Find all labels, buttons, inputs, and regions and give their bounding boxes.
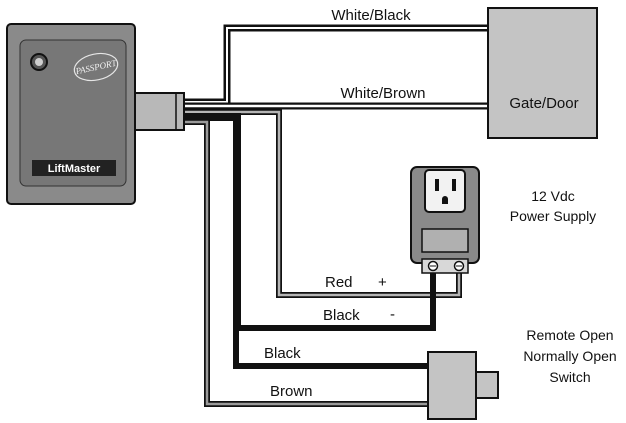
switch-label-line2: Normally Open bbox=[523, 348, 616, 364]
wire-red bbox=[185, 109, 462, 298]
brand-plate bbox=[32, 160, 116, 176]
gate-label: Gate/Door bbox=[509, 95, 578, 112]
wire-brown bbox=[185, 119, 428, 407]
wire-label-white-black: White/Black bbox=[331, 7, 411, 24]
terminal-screw-icon bbox=[453, 260, 465, 272]
led-indicator-icon bbox=[30, 53, 48, 71]
access-reader: PASSPORT LiftMaster bbox=[6, 23, 136, 205]
terminal-screw-icon bbox=[427, 260, 439, 272]
wire-label-red: Red bbox=[325, 274, 353, 291]
switch-label-line3: Switch bbox=[549, 369, 590, 385]
psu-label-panel bbox=[421, 228, 469, 253]
wire-black-switch bbox=[185, 115, 428, 369]
psu-label-line1: 12 Vdc bbox=[531, 188, 575, 204]
wire-label-black-psu: Black bbox=[323, 307, 360, 324]
outlet-icon bbox=[424, 169, 466, 213]
remote-switch bbox=[427, 351, 499, 420]
psu-label-line2: Power Supply bbox=[510, 208, 596, 224]
wire-label-white-brown: White/Brown bbox=[340, 85, 425, 102]
wire-label-black-switch: Black bbox=[264, 345, 301, 362]
switch-label-line1: Remote Open bbox=[526, 327, 613, 343]
power-supply bbox=[410, 166, 480, 274]
switch-button bbox=[475, 371, 499, 399]
wire-label-brown: Brown bbox=[270, 383, 313, 400]
polarity-plus: + bbox=[378, 274, 387, 291]
gate-box bbox=[487, 7, 598, 139]
wire-white-black bbox=[185, 24, 488, 106]
brand-logo: LiftMaster bbox=[48, 163, 101, 175]
polarity-minus: - bbox=[390, 306, 395, 323]
